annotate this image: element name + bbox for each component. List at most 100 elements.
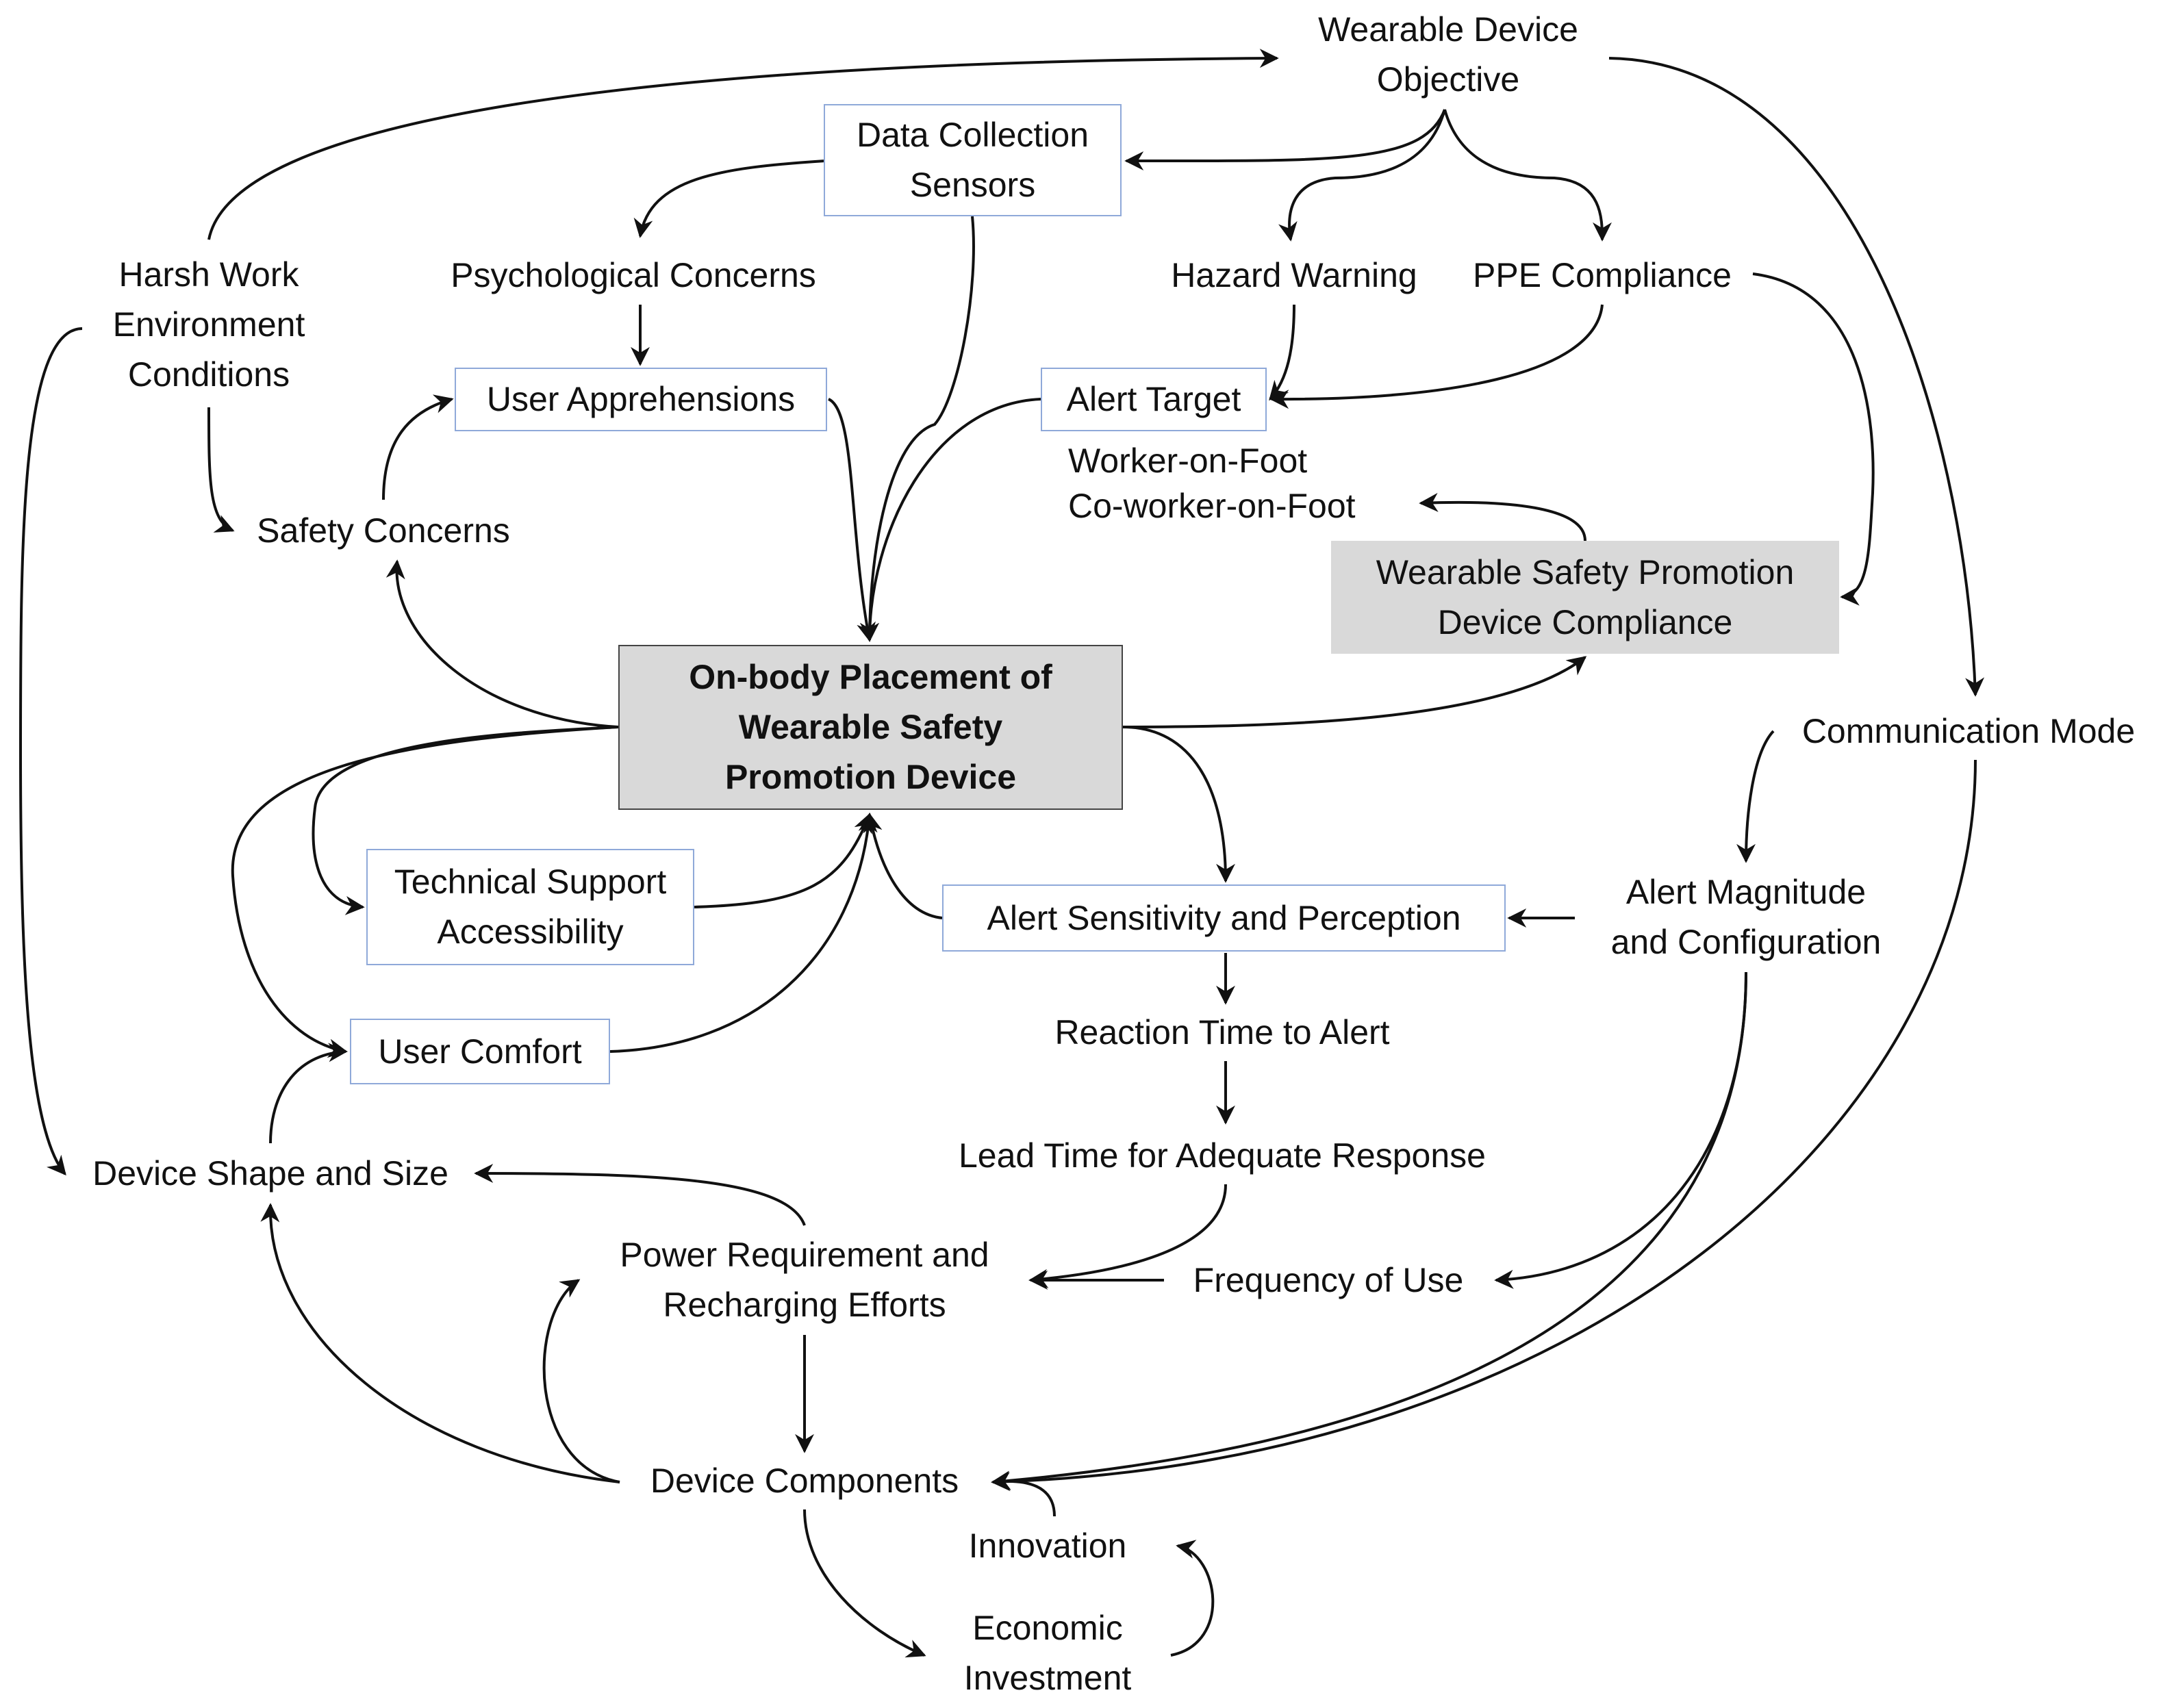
- node-label-line: Harsh Work: [118, 255, 299, 294]
- edge-device-components-to-power-requirement: [542, 1279, 620, 1483]
- node-frequency-of-use: Frequency of Use: [1164, 1254, 1493, 1306]
- node-label-line: Conditions: [127, 355, 290, 394]
- edge-communication-mode-to-device-components: [991, 759, 1977, 1492]
- node-label-line: Device Compliance: [1437, 602, 1733, 641]
- node-hazard-warning: Hazard Warning: [1150, 249, 1438, 301]
- edge-harsh-work-environment-to-safety-concerns: [207, 407, 235, 533]
- node-label-line: and Configuration: [1610, 923, 1882, 961]
- edge-device-compliance-to-worker-on-foot: [1419, 493, 1586, 541]
- edge-harsh-work-environment-to-wearable-device-objective: [207, 49, 1279, 240]
- node-psychological-concerns: Psychological Concerns: [425, 249, 842, 301]
- node-lead-time: Lead Time for Adequate Response: [918, 1130, 1527, 1182]
- edge-lead-time-to-power-requirement: [1028, 1184, 1227, 1288]
- node-alert-magnitude: Alert Magnitude and Configuration: [1575, 866, 1917, 969]
- node-label-line: On-body Placement of: [689, 658, 1052, 696]
- edge-onbody-placement-to-technical-support: [312, 726, 619, 915]
- edge-wearable-device-objective-to-communication-mode: [1608, 57, 1985, 697]
- node-label-line: User Apprehensions: [486, 380, 796, 418]
- node-label-line: Wearable Safety Promotion: [1376, 552, 1795, 591]
- node-label-line: Power Requirement and: [620, 1236, 989, 1274]
- edge-onbody-placement-to-safety-concerns: [385, 559, 619, 728]
- edge-alert-magnitude-to-device-components: [991, 971, 1747, 1490]
- node-label-line: Psychological Concerns: [451, 255, 816, 294]
- node-reaction-time: Reaction Time to Alert: [1007, 1006, 1438, 1058]
- node-label-line: Alert Magnitude: [1625, 873, 1867, 911]
- node-label-line: Technical Support: [394, 863, 667, 901]
- edge-communication-mode-to-alert-magnitude: [1736, 730, 1775, 863]
- node-label-line: Economic: [972, 1609, 1123, 1647]
- edge-device-components-to-device-shape-size: [260, 1203, 620, 1483]
- edge-user-comfort-to-onbody-placement: [609, 813, 878, 1053]
- edge-safety-concerns-to-user-apprehensions: [382, 394, 454, 500]
- node-label-line: PPE Compliance: [1473, 255, 1732, 294]
- node-label-line: Worker-on-Foot: [1068, 442, 1308, 480]
- edge-onbody-placement-to-user-comfort: [231, 726, 619, 1058]
- edge-wearable-device-objective-to-ppe-compliance: [1443, 109, 1612, 242]
- node-user-comfort: User Comfort: [350, 1019, 610, 1084]
- node-label-line: Lead Time for Adequate Response: [959, 1136, 1486, 1175]
- edge-wearable-device-objective-to-data-collection-sensors: [1124, 109, 1446, 171]
- node-label-line: Hazard Warning: [1171, 255, 1417, 294]
- node-alert-target: Alert Target: [1041, 368, 1267, 431]
- edge-data-collection-sensors-to-psychological-concerns: [633, 160, 826, 238]
- edge-onbody-placement-to-device-compliance: [1122, 656, 1587, 728]
- node-label-line: Recharging Efforts: [663, 1286, 946, 1324]
- edge-technical-support-to-onbody-placement: [694, 813, 872, 908]
- edge-device-components-to-economic-investment: [803, 1509, 926, 1658]
- edge-harsh-work-environment-to-device-shape-size: [18, 327, 83, 1176]
- node-label-line: Safety Concerns: [257, 511, 510, 550]
- edge-hazard-warning-to-alert-target: [1269, 304, 1295, 401]
- node-safety-concerns: Safety Concerns: [233, 505, 534, 557]
- node-communication-mode: Communication Mode: [1767, 705, 2171, 757]
- node-label-line: Objective: [1376, 60, 1520, 99]
- node-label-line: Accessibility: [437, 913, 624, 951]
- node-label-line: Data Collection: [856, 116, 1089, 154]
- node-label-line: Reaction Time to Alert: [1054, 1012, 1390, 1051]
- node-label-line: Wearable Device: [1318, 10, 1578, 49]
- node-label-line: Sensors: [909, 166, 1036, 204]
- edge-ppe-compliance-to-alert-target: [1269, 304, 1604, 409]
- node-label-line: Innovation: [968, 1526, 1127, 1565]
- node-label-line: Communication Mode: [1801, 711, 2136, 750]
- edge-alert-target-to-onbody-placement: [860, 398, 1041, 642]
- node-label-line: Investment: [963, 1659, 1132, 1697]
- node-label-line: User Comfort: [378, 1032, 582, 1071]
- node-innovation: Innovation: [931, 1520, 1164, 1572]
- node-user-apprehensions: User Apprehensions: [455, 368, 827, 431]
- node-device-shape-size: Device Shape and Size: [68, 1147, 472, 1199]
- node-label-line: Device Components: [650, 1461, 959, 1500]
- node-label-line: Device Shape and Size: [92, 1153, 448, 1193]
- edge-alert-sensitivity-to-onbody-placement: [863, 813, 943, 919]
- node-label-line: Alert Target: [1066, 380, 1241, 418]
- edge-wearable-device-objective-to-hazard-warning: [1278, 109, 1446, 242]
- node-label-line: Wearable Safety: [738, 708, 1003, 746]
- node-label-line: Alert Sensitivity and Perception: [987, 898, 1461, 937]
- node-device-components: Device Components: [616, 1455, 993, 1507]
- node-alert-sensitivity: Alert Sensitivity and Perception: [942, 884, 1506, 952]
- edge-ppe-compliance-to-device-compliance: [1752, 272, 1875, 606]
- edge-economic-investment-to-innovation: [1170, 1540, 1215, 1657]
- edge-innovation-to-device-components: [991, 1470, 1056, 1517]
- node-label-line: Environment: [112, 305, 305, 344]
- edge-user-apprehensions-to-onbody-placement: [828, 398, 876, 642]
- node-label-line: Promotion Device: [724, 758, 1017, 796]
- edge-alert-magnitude-to-frequency-of-use: [1494, 971, 1747, 1289]
- node-label-line: Co-worker-on-Foot: [1068, 487, 1356, 525]
- edge-data-collection-sensors-to-onbody-placement: [860, 216, 975, 642]
- edge-onbody-placement-to-alert-sensitivity: [1122, 726, 1235, 883]
- node-ppe-compliance: PPE Compliance: [1458, 249, 1746, 301]
- node-label-line: Frequency of Use: [1193, 1260, 1464, 1299]
- edge-device-shape-size-to-user-comfort: [269, 1043, 348, 1144]
- edge-power-requirement-to-device-shape-size: [474, 1164, 806, 1226]
